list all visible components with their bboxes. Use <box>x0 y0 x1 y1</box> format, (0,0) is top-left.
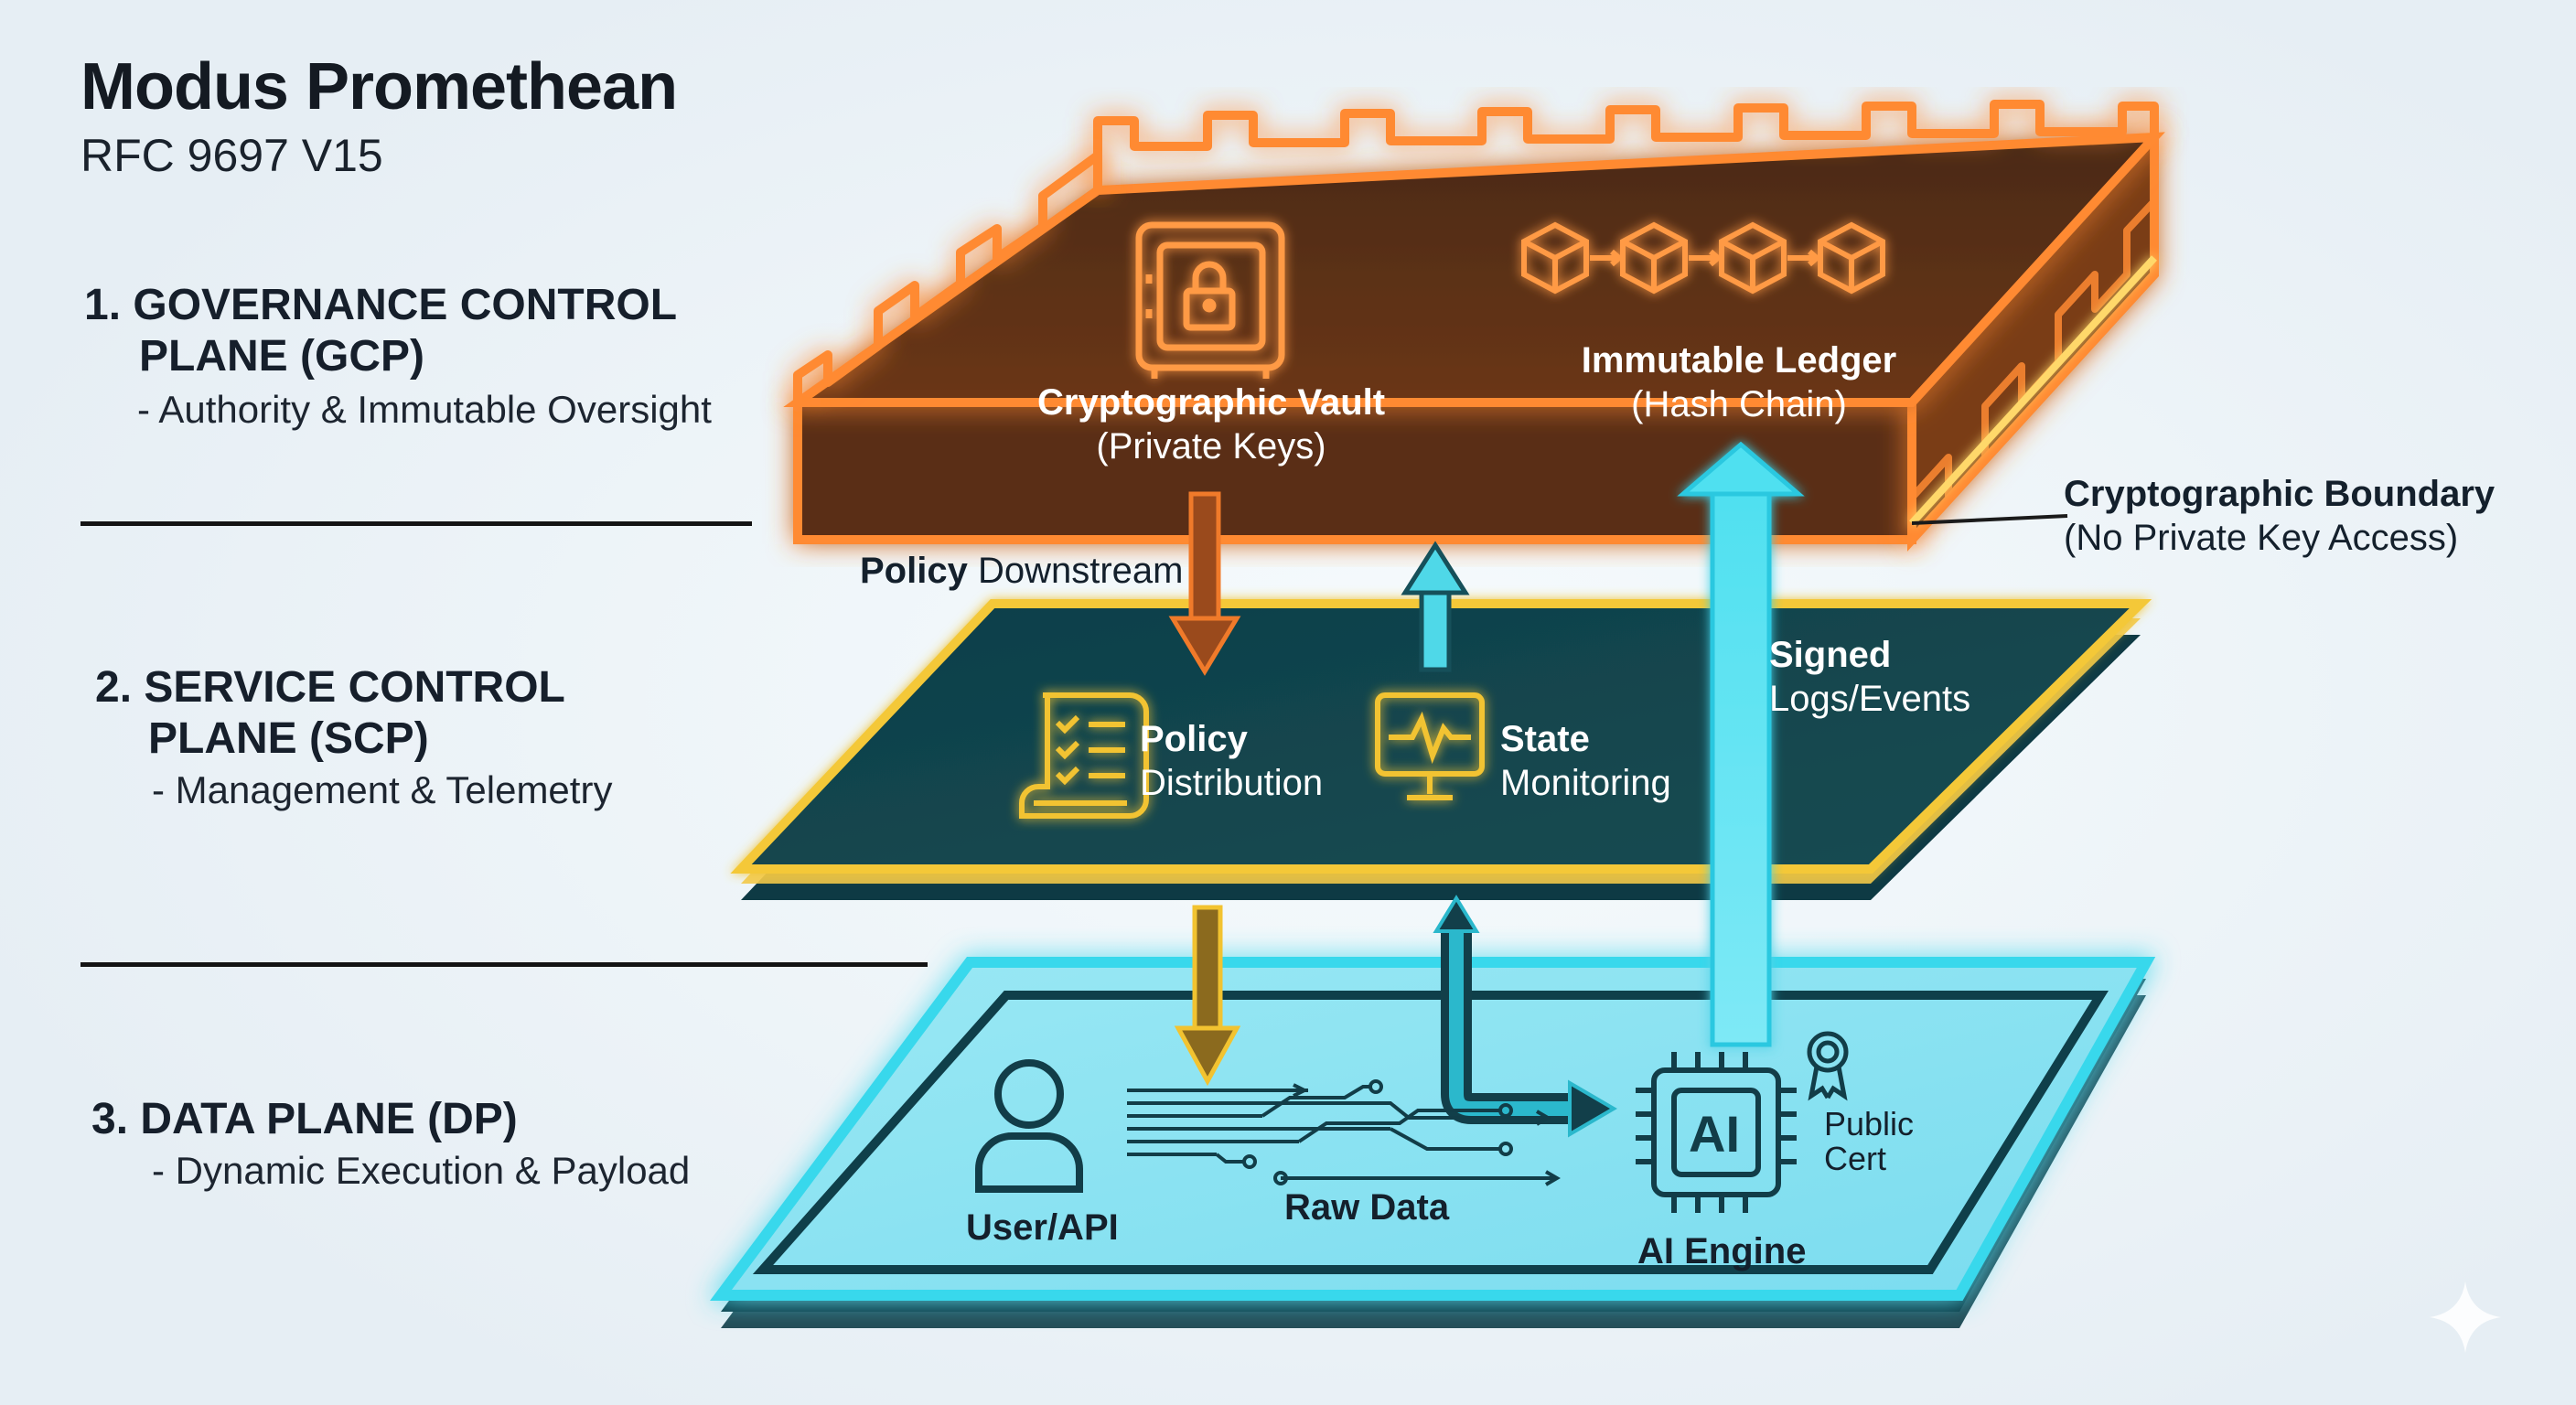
policy-downstream-label: Policy Downstream <box>860 549 1183 593</box>
boundary-subtitle: (No Private Key Access) <box>2064 518 2459 558</box>
dp-name-line1: 3. DATA PLANE (DP) <box>91 1095 518 1143</box>
scp-name-line1: 2. SERVICE CONTROL <box>95 663 565 712</box>
cert-line2: Cert <box>1824 1139 1887 1177</box>
signed-logs-label: Signed Logs/Events <box>1769 633 1970 721</box>
sparkle-icon <box>2430 1282 2501 1353</box>
policy-distribution-label: Policy Distribution <box>1140 717 1323 805</box>
signed-logs-up-arrow <box>1677 441 1805 1047</box>
gcp-description: - Authority & Immutable Oversight <box>137 388 712 431</box>
policy-checklist-icon <box>1019 692 1149 819</box>
ledger-title: Immutable Ledger <box>1581 340 1897 381</box>
page-subtitle: RFC 9697 V15 <box>80 130 383 181</box>
policy-downstream-rest: Downstream <box>977 551 1184 591</box>
ledger-subtitle: (Hash Chain) <box>1631 384 1847 424</box>
signed-subtitle: Logs/Events <box>1769 679 1971 719</box>
vault-label: Cryptographic Vault (Private Keys) <box>1037 381 1385 468</box>
gcp-name-line1: 1. GOVERNANCE CONTROL <box>84 281 678 329</box>
layer-divider <box>80 962 928 967</box>
policy-subtitle: Distribution <box>1140 763 1324 803</box>
data-plane-layer <box>710 957 2156 1328</box>
scp-description: - Management & Telemetry <box>152 768 613 811</box>
vault-lock-icon <box>1135 221 1285 379</box>
ai-engine-label: AI Engine <box>1637 1231 1807 1271</box>
telemetry-up-arrow <box>1401 541 1470 672</box>
dp-description: - Dynamic Execution & Payload <box>152 1149 691 1192</box>
policy-downstream-arrow <box>1168 491 1241 676</box>
ai-chip-icon <box>1636 1052 1797 1213</box>
layer-divider <box>80 521 752 526</box>
hash-chain-icon <box>1521 221 1885 295</box>
policy-downstream-bold: Policy <box>860 551 968 591</box>
boundary-title: Cryptographic Boundary <box>2064 474 2496 514</box>
circuit-traces-icon <box>1127 1079 1561 1186</box>
raw-data-label: Raw Data <box>1284 1187 1450 1228</box>
policy-to-data-arrow <box>1174 905 1241 1087</box>
gcp-name-line2: PLANE (GCP) <box>139 332 424 381</box>
cert-line1: Public <box>1824 1105 1915 1142</box>
monitor-pulse-icon <box>1375 692 1485 800</box>
ai-chip-text: AI <box>1689 1105 1740 1163</box>
policy-title: Policy <box>1140 719 1248 759</box>
state-monitoring-label: State Monitoring <box>1500 717 1671 805</box>
certificate-badge-icon <box>1807 1031 1849 1101</box>
vault-subtitle: (Private Keys) <box>1096 426 1326 467</box>
signed-title: Signed <box>1769 635 1892 675</box>
state-title: State <box>1500 719 1590 759</box>
ledger-label: Immutable Ledger (Hash Chain) <box>1561 338 1917 426</box>
user-icon <box>975 1059 1083 1193</box>
public-cert-label: Public Cert <box>1824 1107 1914 1176</box>
scp-name-line2: PLANE (SCP) <box>148 714 429 763</box>
boundary-label: Cryptographic Boundary (No Private Key A… <box>2064 472 2495 560</box>
page-title: Modus Promethean <box>80 50 678 123</box>
state-subtitle: Monitoring <box>1500 763 1671 803</box>
vault-title: Cryptographic Vault <box>1037 382 1386 423</box>
user-api-label: User/API <box>966 1207 1119 1248</box>
